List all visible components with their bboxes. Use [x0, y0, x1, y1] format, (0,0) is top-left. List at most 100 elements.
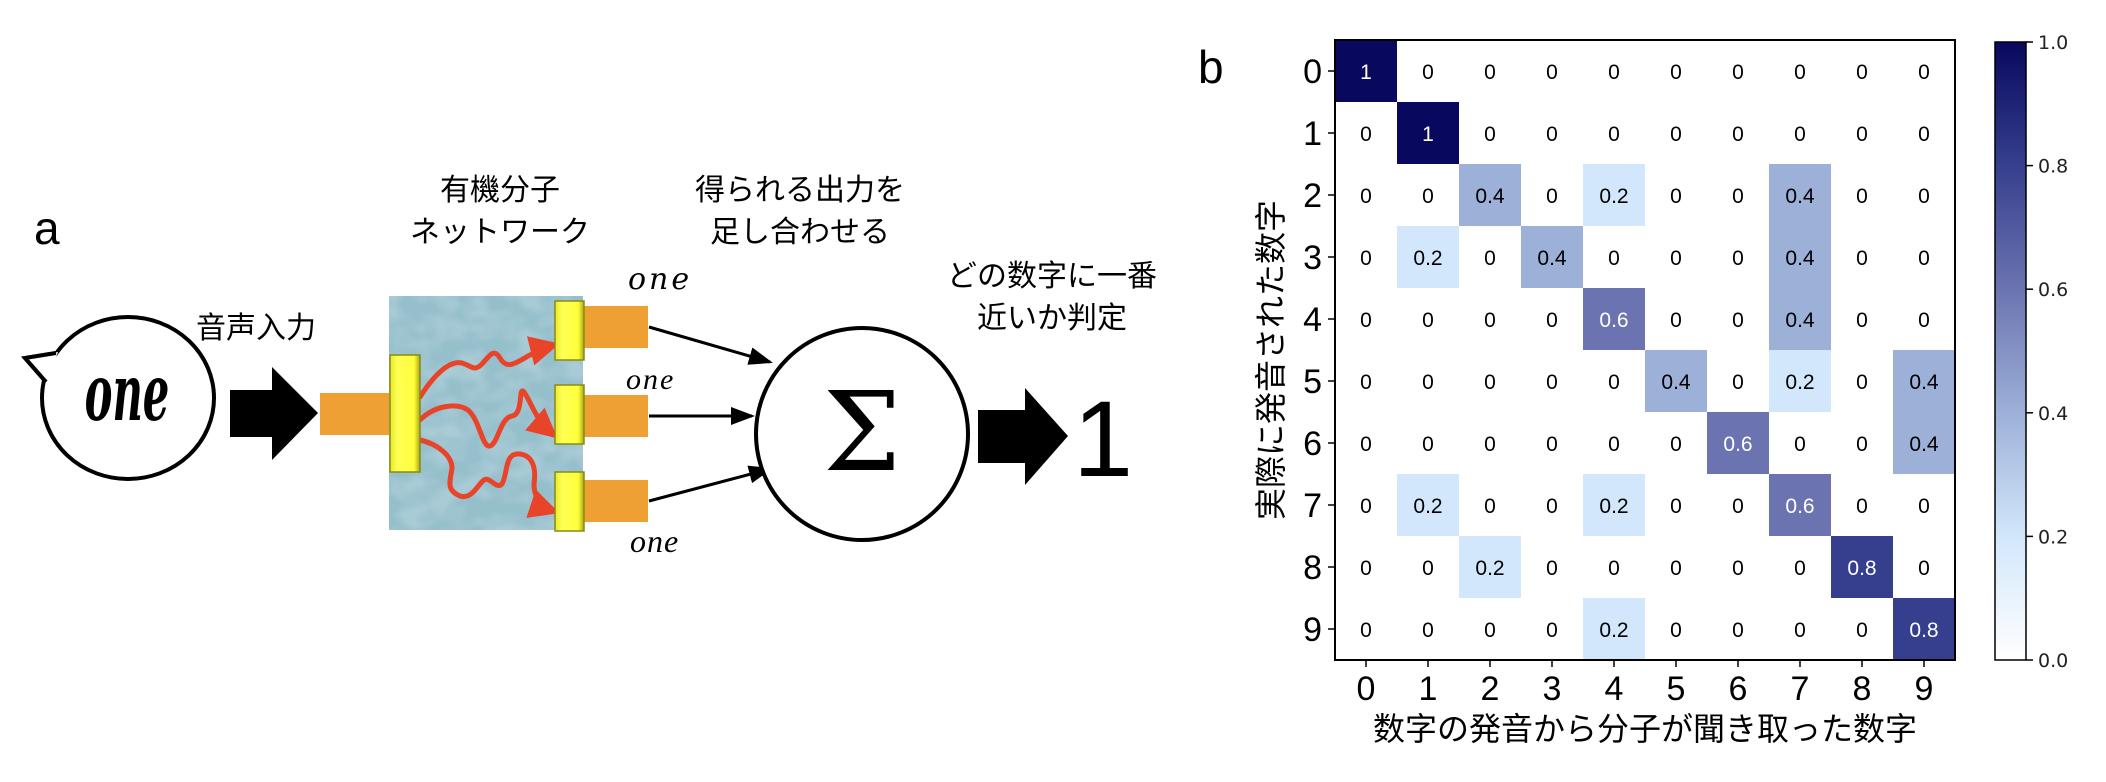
signal-paths — [417, 336, 560, 518]
heatmap-cell-value: 0 — [1546, 185, 1558, 208]
heatmap-cell-value: 0 — [1360, 495, 1372, 518]
heatmap-cell — [1645, 474, 1707, 536]
speech-bubble-word: one — [85, 346, 170, 438]
heatmap-cell — [1645, 164, 1707, 226]
heatmap-cell-value: 0 — [1546, 309, 1558, 332]
heatmap-cell — [1893, 164, 1955, 226]
heatmap-cell — [1831, 598, 1893, 660]
heatmap-cell — [1521, 350, 1583, 412]
heatmap-cell-value: 0 — [1732, 619, 1744, 642]
heatmap-cell — [1893, 226, 1955, 288]
heatmap-cell — [1335, 288, 1397, 350]
heatmap-cell-value: 0 — [1422, 185, 1434, 208]
colorbar-tick-label: 0.0 — [2038, 650, 2068, 672]
sum-title-line2: 足し合わせる — [710, 215, 890, 250]
sum-node — [754, 326, 970, 542]
x-tick-label: 4 — [1605, 670, 1624, 708]
heatmap-cell — [1769, 102, 1831, 164]
heatmap-cell — [1459, 226, 1521, 288]
colorbar-tick-label: 0.2 — [2038, 526, 2068, 548]
panel-a-label: a — [34, 202, 60, 254]
heatmap-cell — [1459, 412, 1521, 474]
x-tick-label: 5 — [1667, 670, 1686, 708]
heatmap-cell — [1335, 598, 1397, 660]
output-word-1: one — [628, 262, 692, 297]
heatmap-cell — [1335, 474, 1397, 536]
heatmap-cell-value: 0 — [1918, 61, 1930, 84]
heatmap-cell — [1397, 536, 1459, 598]
heatmap-cell-value: 0 — [1794, 61, 1806, 84]
heatmap-cell — [1707, 598, 1769, 660]
heatmap-cell — [1583, 288, 1645, 350]
output-port-1 — [584, 306, 648, 348]
heatmap-cell-value: 0 — [1360, 371, 1372, 394]
heatmap-cell-value: 0 — [1670, 185, 1682, 208]
heatmap-cell-value: 0 — [1856, 371, 1868, 394]
panel-b-label: b — [1198, 41, 1224, 93]
heatmap-cell-value: 0 — [1670, 61, 1682, 84]
heatmap-cell — [1769, 350, 1831, 412]
heatmap-cell-value: 0.4 — [1785, 309, 1815, 332]
heatmap-cell-value: 0 — [1856, 185, 1868, 208]
heatmap-cell-value: 0 — [1484, 61, 1496, 84]
heatmap-cell-value: 0 — [1732, 309, 1744, 332]
heatmap-cell — [1645, 40, 1707, 102]
heatmap-cell-value: 0 — [1794, 557, 1806, 580]
heatmap-cell-value: 0 — [1546, 371, 1558, 394]
heatmap-cell-value: 0.8 — [1909, 619, 1938, 642]
x-tick-label: 6 — [1729, 670, 1748, 708]
y-tick-label: 6 — [1303, 425, 1322, 463]
heatmap-cell — [1893, 288, 1955, 350]
heatmap-cell-value: 0 — [1546, 619, 1558, 642]
heatmap-cell — [1521, 226, 1583, 288]
heatmap-cell-value: 1 — [1422, 123, 1434, 146]
heatmap-cell — [1645, 412, 1707, 474]
heatmap-cell — [1893, 474, 1955, 536]
heatmap-cell-value: 0 — [1670, 495, 1682, 518]
heatmap-cell-value: 0 — [1360, 123, 1372, 146]
heatmap-cell — [1831, 474, 1893, 536]
heatmap-cell-value: 0 — [1608, 433, 1620, 456]
heatmap-cell — [1397, 412, 1459, 474]
heatmap-cell-value: 0.2 — [1785, 371, 1814, 394]
heatmap-cell-value: 0 — [1670, 309, 1682, 332]
heatmap-cell — [1583, 164, 1645, 226]
heatmap-cell — [1521, 40, 1583, 102]
heatmap-cell — [1397, 288, 1459, 350]
heatmap-cell — [1707, 226, 1769, 288]
heatmap-cell-value: 0 — [1732, 61, 1744, 84]
heatmap-cell — [1397, 474, 1459, 536]
heatmap-cell-value: 0.8 — [1847, 557, 1876, 580]
colorbar — [1994, 41, 2027, 661]
heatmap-cell-value: 0 — [1670, 433, 1682, 456]
heatmap-cell — [1335, 226, 1397, 288]
heatmap-cell-value: 0 — [1546, 61, 1558, 84]
heatmap-cell — [1645, 226, 1707, 288]
x-tick-label: 1 — [1419, 670, 1438, 708]
heatmap-cell — [1645, 102, 1707, 164]
heatmap-cell — [1893, 350, 1955, 412]
network-title: 有機分子 ネットワーク — [400, 170, 600, 254]
heatmap-cell — [1459, 40, 1521, 102]
x-tick-label: 7 — [1791, 670, 1810, 708]
heatmap-cell — [1521, 164, 1583, 226]
heatmap-cell — [1769, 598, 1831, 660]
heatmap-cell — [1459, 474, 1521, 536]
heatmap-cell — [1583, 102, 1645, 164]
heatmap-cell-value: 0 — [1608, 61, 1620, 84]
heatmap-cell-value: 0 — [1608, 557, 1620, 580]
judge-title: どの数字に一番 近いか判定 — [912, 256, 1192, 340]
heatmap-cell — [1397, 226, 1459, 288]
heatmap-cell — [1831, 288, 1893, 350]
connector-arrow-1 — [648, 325, 773, 365]
heatmap-cell — [1583, 226, 1645, 288]
heatmap-cell — [1893, 102, 1955, 164]
heatmap-cell-value: 0 — [1546, 433, 1558, 456]
heatmap-cell-value: 0 — [1856, 495, 1868, 518]
heatmap-cell-value: 0 — [1484, 495, 1496, 518]
heatmap-cell — [1893, 412, 1955, 474]
heatmap-cell-value: 0.2 — [1413, 495, 1442, 518]
heatmap-cell — [1521, 288, 1583, 350]
heatmap-cell-value: 0 — [1732, 371, 1744, 394]
y-tick-label: 4 — [1303, 301, 1322, 339]
